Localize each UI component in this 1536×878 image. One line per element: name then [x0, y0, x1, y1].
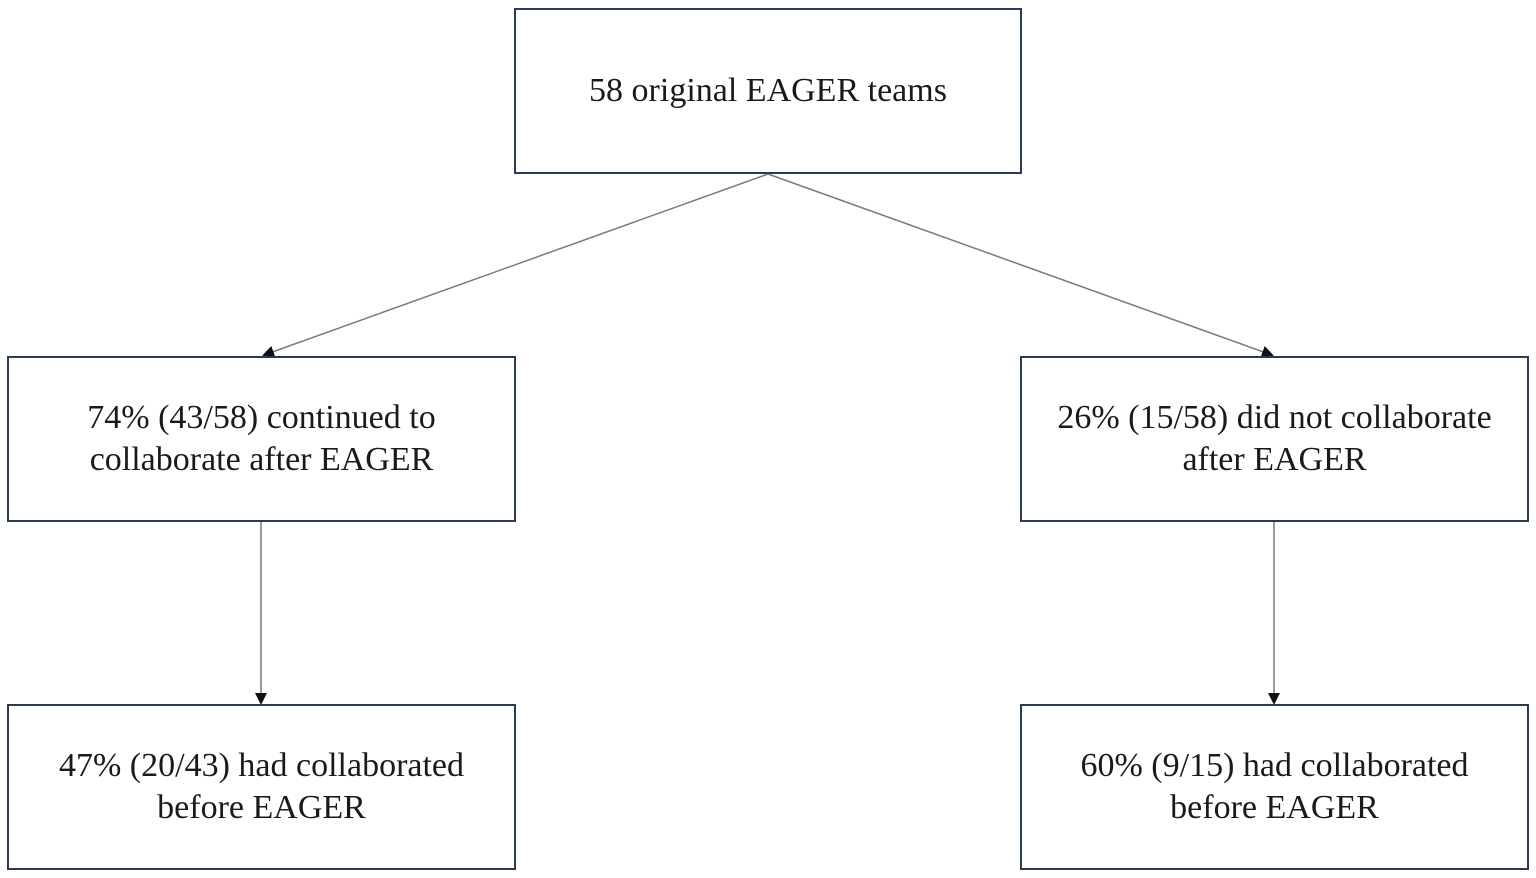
- edge-root-to-not-continued: [767, 173, 1274, 358]
- node-continued-collaboration: 74% (43/58) continued to collaborate aft…: [7, 356, 516, 522]
- node-original-teams-label: 58 original EAGER teams: [589, 72, 947, 109]
- node-no-collaboration: 26% (15/58) did not collaborate after EA…: [1020, 356, 1529, 522]
- node-not-continued-prior-collaboration-label: 60% (9/15) had collaborated before EAGER: [1080, 747, 1469, 826]
- edge-root-to-continued: [262, 173, 769, 358]
- node-continued-collaboration-label: 74% (43/58) continued to collaborate aft…: [87, 399, 436, 478]
- node-original-teams: 58 original EAGER teams: [514, 8, 1022, 174]
- node-no-collaboration-label: 26% (15/58) did not collaborate after EA…: [1057, 399, 1492, 478]
- node-continued-prior-collaboration: 47% (20/43) had collaborated before EAGE…: [7, 704, 516, 870]
- node-continued-prior-collaboration-label: 47% (20/43) had collaborated before EAGE…: [58, 747, 465, 826]
- node-not-continued-prior-collaboration: 60% (9/15) had collaborated before EAGER: [1020, 704, 1529, 870]
